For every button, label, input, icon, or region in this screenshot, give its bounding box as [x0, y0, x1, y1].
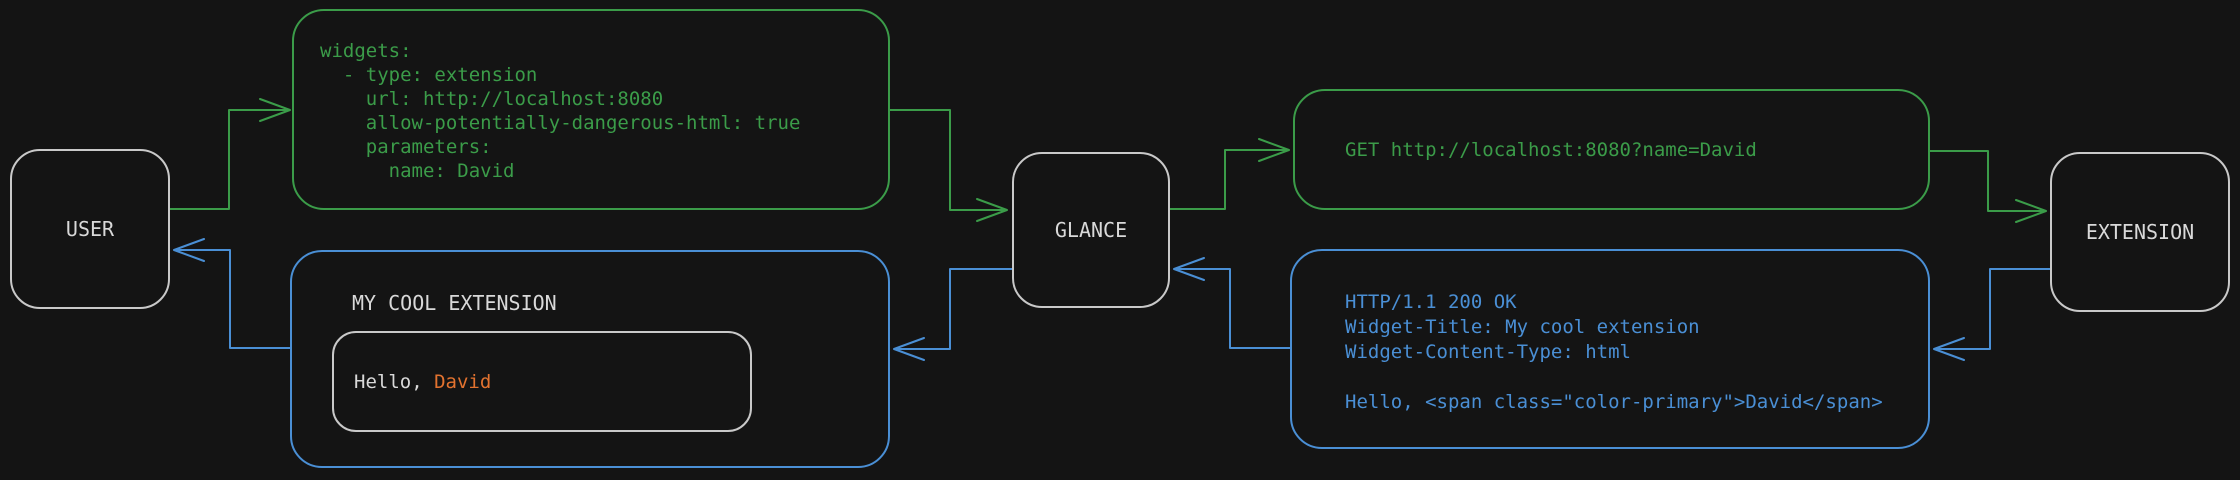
yaml-line: parameters:: [320, 136, 492, 158]
http-request-line: GET http://localhost:8080?name=David: [1345, 138, 1757, 161]
arrow-glance-to-widget: [893, 268, 1013, 361]
http-response-line: Widget-Title: My cool extension: [1345, 316, 1700, 338]
widget-title: MY COOL EXTENSION: [352, 291, 557, 315]
http-response-line: HTTP/1.1 200 OK: [1345, 291, 1517, 313]
node-user: USER: [10, 149, 170, 309]
node-extension: EXTENSION: [2050, 152, 2230, 312]
arrow-config-to-glance: [889, 109, 1008, 222]
greeting-text: Hello,: [354, 370, 435, 393]
node-user-label: USER: [65, 217, 115, 241]
node-glance: GLANCE: [1012, 152, 1170, 308]
http-response-line: Widget-Content-Type: html: [1345, 341, 1631, 363]
widget-content-card: Hello, David: [332, 331, 752, 432]
arrow-extension-to-response: [1933, 268, 2051, 361]
arrow-user-to-config: [169, 98, 291, 210]
widget-config-yaml-box: widgets: - type: extension url: http://l…: [292, 9, 890, 210]
arrow-request-to-extension: [1929, 150, 2047, 223]
rendered-widget-box: MY COOL EXTENSION Hello, David: [290, 250, 890, 468]
yaml-line: allow-potentially-dangerous-html: true: [320, 112, 801, 134]
yaml-line: widgets:: [320, 40, 412, 62]
yaml-line: url: http://localhost:8080: [320, 88, 664, 110]
yaml-line: - type: extension: [320, 64, 538, 86]
http-request-box: GET http://localhost:8080?name=David: [1293, 89, 1930, 210]
arrow-glance-to-request: [1169, 138, 1290, 210]
node-extension-label: EXTENSION: [2085, 220, 2195, 244]
yaml-line: name: David: [320, 160, 515, 182]
node-glance-label: GLANCE: [1054, 218, 1128, 242]
http-response-box: HTTP/1.1 200 OK Widget-Title: My cool ex…: [1290, 249, 1930, 449]
greeting-name: David: [434, 370, 492, 393]
http-response-line: [1345, 365, 1910, 390]
arrow-response-to-glance: [1173, 257, 1291, 349]
arrow-widget-to-user: [173, 238, 291, 349]
http-response-line: Hello, <span class="color-primary">David…: [1345, 391, 1883, 413]
